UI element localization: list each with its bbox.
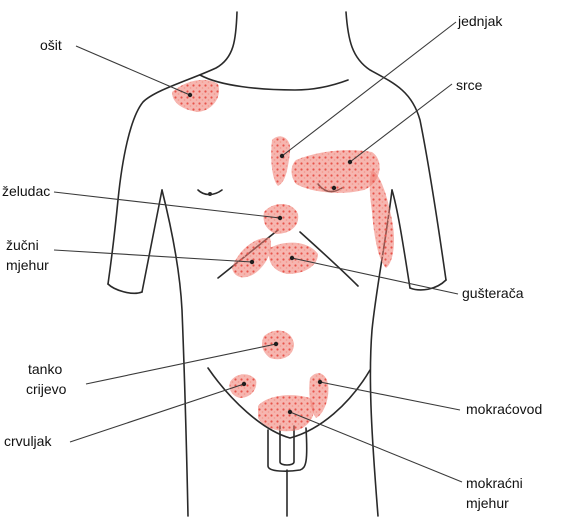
pain-area-osit xyxy=(172,80,219,112)
label-tanko-line1: tanko xyxy=(28,361,62,377)
pain-area-mokracni xyxy=(258,395,314,431)
label-jednjak: jednjak xyxy=(457,13,503,29)
label-gusteraca: gušterača xyxy=(462,285,524,301)
label-osit: ošit xyxy=(40,37,62,53)
label-mokracni-line2: mjehur xyxy=(466,495,509,511)
label-srce: srce xyxy=(456,77,483,93)
label-mokracovod: mokraćovod xyxy=(466,401,542,417)
label-tanko-line2: crijevo xyxy=(26,381,67,397)
pain-area-crvuljak xyxy=(229,374,256,398)
pain-area-jednjak xyxy=(271,136,290,186)
pain-area-arm xyxy=(370,170,394,268)
label-mokracni-line1: mokraćni xyxy=(466,475,523,491)
label-crvuljak: crvuljak xyxy=(4,433,52,449)
label-zucni-line1: žučni xyxy=(6,237,39,253)
label-zucni-line2: mjehur xyxy=(6,257,49,273)
pain-area-zucni xyxy=(232,238,271,278)
pain-areas xyxy=(172,80,394,431)
label-zeludac: želudac xyxy=(2,183,50,199)
